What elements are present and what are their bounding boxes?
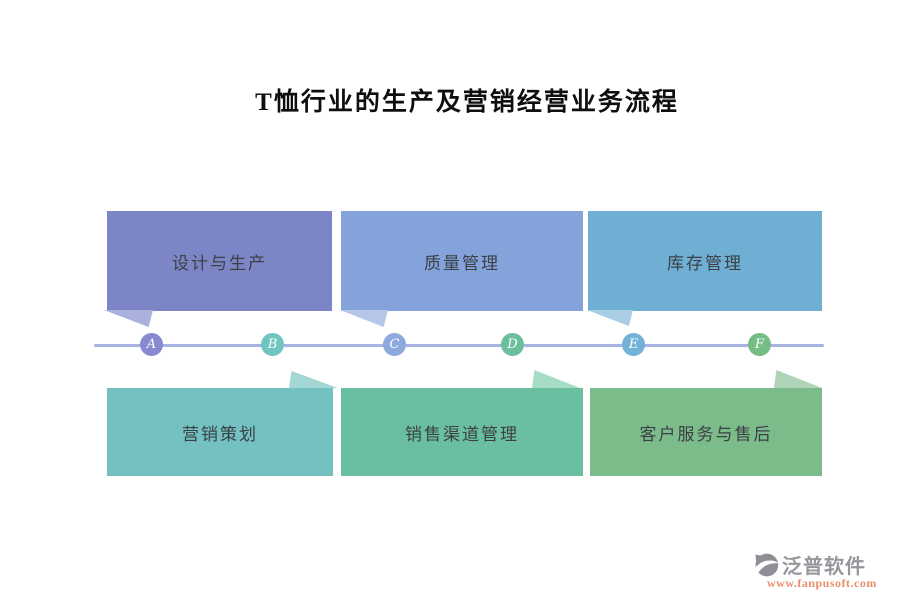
callout-tail-to-node-d <box>532 370 580 388</box>
timeline-node-d-letter: D <box>507 337 518 352</box>
box-design-production: 设计与生产 <box>107 211 332 311</box>
timeline-node-c-letter: C <box>389 337 400 352</box>
timeline-node-a: A <box>140 333 163 356</box>
box-marketing-planning-label: 营销策划 <box>182 424 258 444</box>
box-quality-management-label: 质量管理 <box>424 253 500 273</box>
box-sales-channel-management-label: 销售渠道管理 <box>405 424 519 444</box>
timeline-node-a-letter: A <box>146 337 157 352</box>
callout-tail-to-node-f <box>774 370 822 388</box>
box-marketing-planning: 营销策划 <box>107 388 333 476</box>
timeline-node-b: B <box>261 333 284 356</box>
timeline-node-b-letter: B <box>267 337 278 352</box>
box-inventory-management: 库存管理 <box>588 211 822 311</box>
brand-name: 泛普软件 <box>782 556 866 578</box>
callout-tail-to-node-c <box>340 310 388 327</box>
timeline-line <box>94 344 824 347</box>
timeline-node-e-letter: E <box>628 337 639 352</box>
timeline-node-c: C <box>383 333 406 356</box>
timeline-node-f: F <box>748 333 771 356</box>
box-quality-management: 质量管理 <box>341 211 583 311</box>
callout-tail-to-node-b <box>289 371 338 388</box>
timeline-node-e: E <box>622 333 645 356</box>
callout-tail-to-node-a <box>104 310 153 327</box>
fanpu-logo-icon <box>753 553 780 576</box>
brand-url-link[interactable]: www.fanpusoft.com <box>767 576 877 590</box>
timeline-node-d: D <box>501 333 524 356</box>
box-customer-service-aftersales: 客户服务与售后 <box>590 388 822 476</box>
timeline-node-f-letter: F <box>754 337 765 352</box>
diagram-title: T恤行业的生产及营销经营业务流程 <box>255 89 679 116</box>
box-inventory-management-label: 库存管理 <box>667 253 743 273</box>
brand-watermark: 泛普软件 www.fanpusoft.com <box>752 550 894 591</box>
box-sales-channel-management: 销售渠道管理 <box>341 388 583 476</box>
box-customer-service-aftersales-label: 客户服务与售后 <box>639 424 773 444</box>
callout-tail-to-node-e <box>587 310 633 326</box>
box-design-production-label: 设计与生产 <box>172 253 267 273</box>
